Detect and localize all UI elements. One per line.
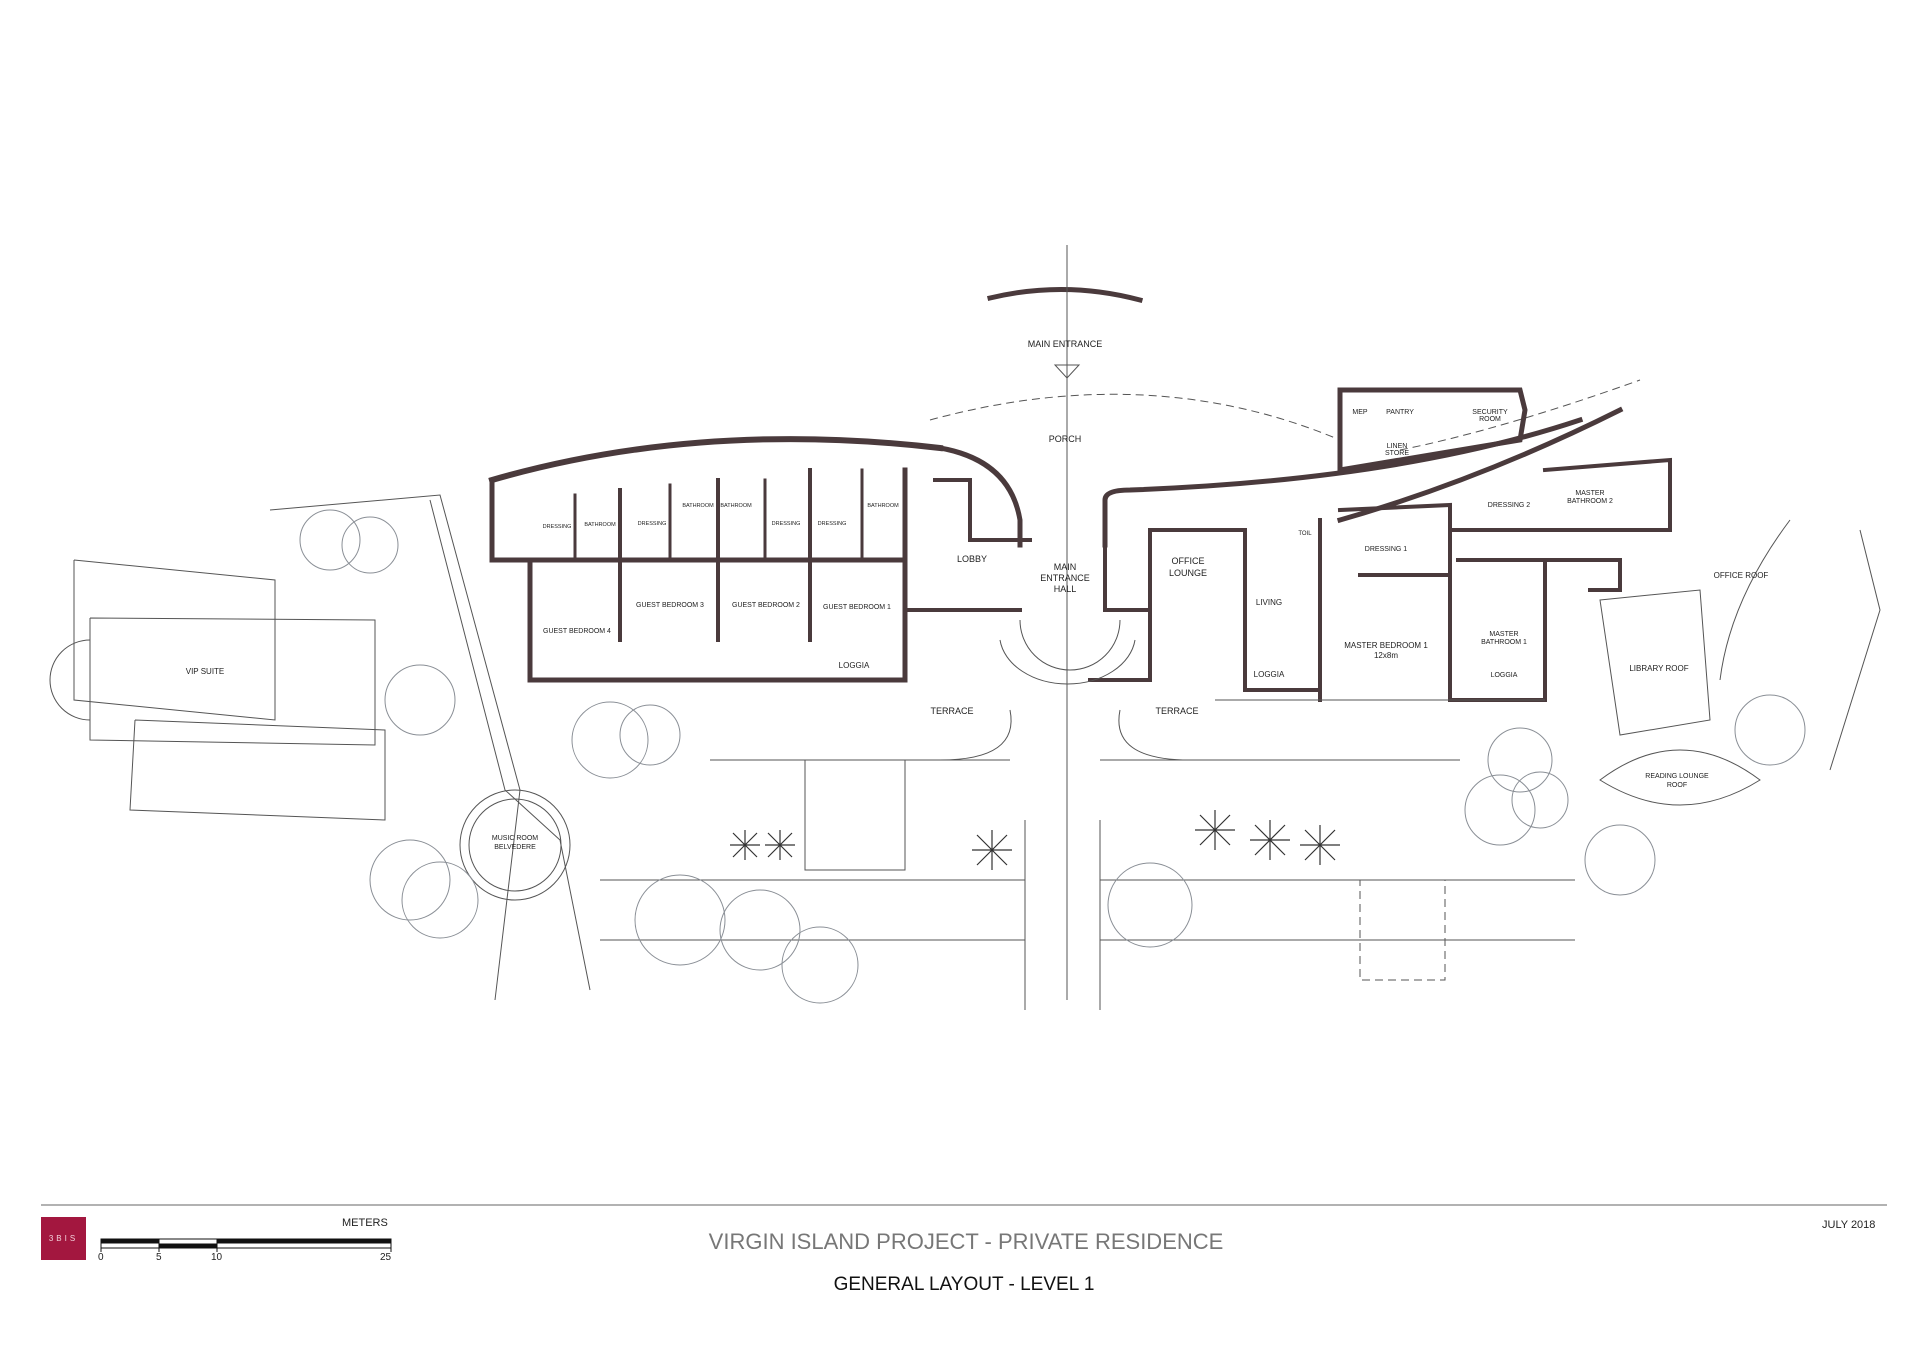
label-music-room-1: MUSIC ROOM [492, 835, 538, 842]
label-terrace-east: TERRACE [1155, 706, 1198, 716]
label-bathroom: BATHROOM [720, 503, 752, 509]
label-office-roof: OFFICE ROOF [1714, 571, 1769, 580]
label-dressing: DRESSING [818, 521, 847, 527]
entrance-canopy [986, 286, 1144, 304]
label-main-entrance-hall-3: HALL [1054, 584, 1077, 594]
label-guest-bedroom-3: GUEST BEDROOM 3 [636, 602, 704, 609]
label-master-bedroom-1: MASTER BEDROOM 1 [1344, 641, 1428, 650]
label-master-bathroom-2b: BATHROOM 2 [1567, 498, 1613, 505]
logo-text: 3BIS [48, 1234, 79, 1243]
label-lobby: LOBBY [957, 554, 987, 564]
label-master-bathroom-1a: MASTER [1489, 631, 1518, 638]
label-master-bedroom-1-size: 12x8m [1374, 651, 1398, 660]
scale-tick-5: 5 [156, 1252, 162, 1263]
scale-tick-25: 25 [380, 1252, 392, 1263]
label-music-room-2: BELVEDERE [494, 844, 536, 851]
label-dressing: DRESSING [772, 521, 801, 527]
site-lines [49, 379, 1881, 1010]
label-main-entrance-hall-2: ENTRANCE [1040, 573, 1090, 583]
label-office-lounge-1: OFFICE [1172, 556, 1205, 566]
drawing-date: JULY 2018 [1822, 1219, 1876, 1231]
company-logo: 3BIS [41, 1217, 86, 1260]
label-linen-store-2: STORE [1385, 450, 1409, 457]
label-security-room-1: SECURITY [1472, 409, 1508, 416]
label-dressing: DRESSING [638, 521, 667, 527]
label-guest-bedroom-4: GUEST BEDROOM 4 [543, 628, 611, 635]
label-mep: MEP [1352, 409, 1368, 416]
label-loggia-living: LOGGIA [1254, 670, 1285, 679]
label-dressing: DRESSING [543, 524, 572, 530]
label-pantry: PANTRY [1386, 409, 1414, 416]
label-porch: PORCH [1049, 434, 1082, 444]
label-security-room-2: ROOM [1479, 416, 1501, 423]
scale-tick-10: 10 [211, 1252, 223, 1263]
trees [299, 509, 1806, 1004]
label-bathroom: BATHROOM [584, 522, 616, 528]
building-walls [488, 387, 1672, 761]
label-loggia-guest: LOGGIA [839, 661, 870, 670]
label-vip-suite: VIP SUITE [186, 667, 225, 676]
palms [730, 810, 1340, 870]
label-terrace-west: TERRACE [930, 706, 973, 716]
label-master-bathroom-2a: MASTER [1575, 490, 1604, 497]
label-library-roof: LIBRARY ROOF [1629, 664, 1688, 673]
label-dressing-2: DRESSING 2 [1488, 502, 1531, 509]
label-reading-lounge-roof-2: ROOF [1667, 782, 1687, 789]
label-dressing-1: DRESSING 1 [1365, 546, 1408, 553]
scale-bar [100, 1238, 392, 1252]
scale-tick-0: 0 [98, 1252, 104, 1263]
label-master-bathroom-1b: BATHROOM 1 [1481, 639, 1527, 646]
label-guest-bedroom-2: GUEST BEDROOM 2 [732, 602, 800, 609]
label-office-lounge-2: LOUNGE [1169, 568, 1207, 578]
scale-unit-label: METERS [342, 1217, 388, 1229]
label-linen-store-1: LINEN [1387, 443, 1408, 450]
label-main-entrance-hall-1: MAIN [1054, 562, 1077, 572]
label-bathroom: BATHROOM [867, 503, 899, 509]
label-toil: TOIL [1298, 531, 1312, 537]
label-guest-bedroom-1: GUEST BEDROOM 1 [823, 604, 891, 611]
room-labels: MAIN ENTRANCE PORCH LOBBY MAIN ENTRANCE … [186, 339, 1769, 851]
label-living: LIVING [1256, 598, 1282, 607]
label-main-entrance: MAIN ENTRANCE [1028, 339, 1103, 349]
sheet-title: GENERAL LAYOUT - LEVEL 1 [833, 1274, 1095, 1295]
label-bathroom: BATHROOM [682, 503, 714, 509]
project-title: VIRGIN ISLAND PROJECT - PRIVATE RESIDENC… [708, 1229, 1224, 1254]
label-loggia-master: LOGGIA [1491, 672, 1518, 679]
label-reading-lounge-roof-1: READING LOUNGE [1645, 773, 1709, 780]
